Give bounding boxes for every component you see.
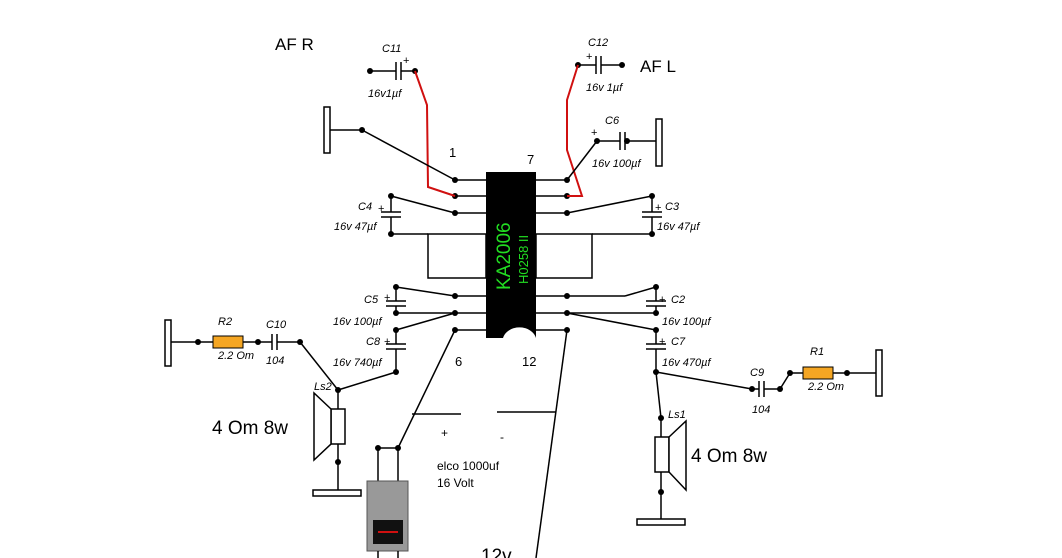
capacitor-c9: C9 104	[750, 367, 783, 416]
speaker-ls1	[636, 418, 687, 526]
r2-value: 2.2 Om	[217, 350, 254, 362]
capacitor-c7: + C7 16v 470µf	[566, 312, 711, 375]
ground-symbol-left-top	[323, 106, 331, 154]
c9-name: C9	[750, 367, 764, 379]
svg-text:+: +	[384, 292, 390, 304]
c2-value: 16v 100µf	[662, 316, 711, 328]
svg-text:+: +	[655, 202, 661, 214]
ic-bridge-wire	[427, 233, 593, 279]
pin12-label: 12	[522, 354, 536, 369]
capacitor-c6: + C6 16v 100µf	[591, 115, 656, 170]
elco-label: elco 1000uf	[437, 459, 500, 473]
supply-wire-pin6	[397, 329, 456, 449]
svg-text:+: +	[659, 336, 665, 348]
pin1-label: 1	[449, 145, 456, 160]
elco-volt-label: 16 Volt	[437, 476, 474, 490]
c6-value: 16v 100µf	[592, 158, 641, 170]
c10-name: C10	[266, 319, 287, 331]
c7-name: C7	[671, 336, 686, 348]
svg-text:+: +	[591, 127, 597, 139]
ground-symbol-left-mid	[164, 319, 172, 367]
c12-name: C12	[588, 37, 608, 49]
c7-value: 16v 470µf	[662, 357, 711, 369]
svg-text:+: +	[378, 203, 384, 215]
c10-value: 104	[266, 355, 284, 367]
c5-value: 16v 100µf	[333, 316, 382, 328]
battery-connector	[366, 445, 409, 558]
capacitor-c8: + C8 16v 740µf	[333, 312, 456, 391]
capacitor-c5: + C5 16v 100µf	[333, 284, 456, 328]
capacitor-c4: + C4 16v 47µf	[334, 193, 456, 237]
af-l-label: AF L	[640, 57, 676, 76]
af-r-label: AF R	[275, 35, 314, 54]
pin7-label: 7	[527, 152, 534, 167]
r1-value: 2.2 Om	[807, 381, 844, 393]
c8-name: C8	[366, 336, 381, 348]
c11-name: C11	[382, 43, 401, 55]
r2-name: R2	[218, 316, 232, 328]
ic-code: H0258 II	[516, 235, 531, 284]
ls2-power-label: 4 Om 8w	[212, 418, 288, 439]
ls1-label: Ls1	[668, 409, 686, 421]
capacitor-c10: C10 104	[266, 319, 303, 367]
supply-wire-pin12	[535, 329, 568, 558]
c5-name: C5	[364, 294, 379, 306]
c4-name: C4	[358, 201, 372, 213]
c3-value: 16v 47µf	[657, 221, 700, 233]
capacitor-c3: + C3 16v 47µf	[566, 193, 700, 237]
c2-name: C2	[671, 294, 685, 306]
signal-wire-right	[414, 70, 456, 197]
ground-symbol-right-top	[655, 118, 663, 167]
c6-name: C6	[605, 115, 620, 127]
ic-name: KA2006	[494, 222, 515, 290]
speaker-ls2	[312, 390, 362, 497]
c4-value: 16v 47µf	[334, 221, 377, 233]
r1-name: R1	[810, 346, 824, 358]
ls2-label: Ls2	[314, 381, 332, 393]
ground-symbol-ls2	[312, 489, 362, 497]
resistor-r1: R1 2.2 Om	[802, 346, 844, 393]
capacitor-c12: + C12 16v 1µf	[575, 37, 625, 94]
ic-notch	[503, 327, 536, 338]
svg-text:+: +	[586, 51, 592, 63]
capacitor-c11: + C11 16v1µf	[367, 43, 418, 100]
capacitor-c2: + C2 16v 100µf	[567, 284, 711, 328]
resistor-r2: R2 2.2 Om	[212, 316, 254, 362]
ic-ka2006: KA2006 H0258 II	[486, 172, 536, 338]
ground-symbol-ls1	[636, 518, 686, 526]
c3-name: C3	[665, 201, 680, 213]
svg-text:+: +	[403, 55, 409, 67]
ic-pins	[455, 179, 567, 331]
pin6-label: 6	[455, 354, 462, 369]
elco-minus-sign: -	[500, 430, 504, 444]
c11-value: 16v1µf	[368, 88, 402, 100]
svg-text:+: +	[384, 336, 390, 348]
ls1-power-label: 4 Om 8w	[691, 446, 767, 467]
svg-text:+: +	[659, 294, 665, 306]
supply-voltage-label: 12v	[481, 546, 512, 558]
c8-value: 16v 740µf	[333, 357, 382, 369]
c9-value: 104	[752, 404, 770, 416]
ground-symbol-right-mid	[875, 349, 883, 397]
elco-plus-sign: +	[441, 426, 448, 440]
c12-value: 16v 1µf	[586, 82, 623, 94]
signal-wire-left	[566, 64, 584, 197]
